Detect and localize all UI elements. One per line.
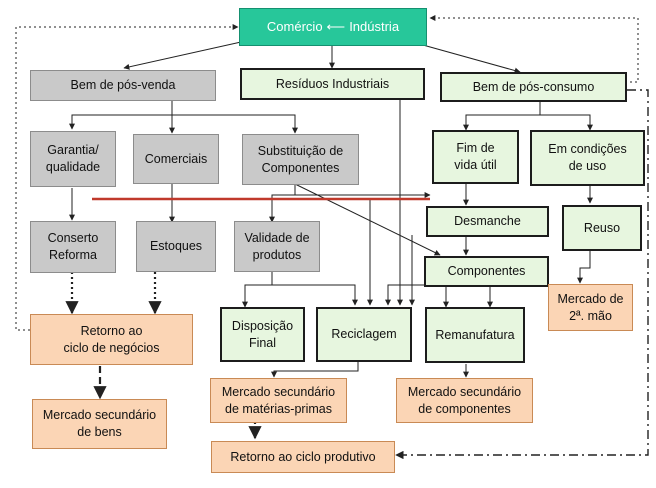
- node-comercio-industria: Comércio ⟵ Indústria: [239, 8, 427, 46]
- connector-validade-disposicao: [242, 272, 273, 308]
- connector-dashdot-loop: [395, 89, 649, 460]
- connector-reuso-mercado: [577, 250, 591, 284]
- connector-substituicao-desmanche: [294, 184, 431, 198]
- node-em-condicoes-uso: Em condições de uso: [530, 130, 645, 186]
- node-remanufatura: Remanufatura: [425, 307, 525, 363]
- node-reciclagem: Reciclagem: [316, 307, 412, 362]
- node-estoques: Estoques: [136, 221, 216, 272]
- node-comerciais: Comerciais: [133, 134, 219, 184]
- node-mercado-bens: Mercado secundário de bens: [32, 399, 167, 449]
- left-arrow-icon: ⟵: [326, 19, 346, 35]
- node-residuos-industriais: Resíduos Industriais: [240, 68, 425, 100]
- connector-top-to-pos-venda: [123, 39, 251, 70]
- node-validade-produtos: Validade de produtos: [234, 221, 320, 272]
- node-substituicao-componentes: Substituição de Componentes: [242, 134, 359, 185]
- node-mercado-materias-primas: Mercado secundário de matérias-primas: [210, 378, 347, 423]
- node-garantia-qualidade: Garantia/ qualidade: [30, 131, 116, 187]
- connector-validade-reciclagem: [272, 284, 358, 306]
- connector-right-loop: [429, 15, 639, 83]
- node-conserto-reforma: Conserto Reforma: [30, 221, 116, 273]
- connector-componentes-reciclagem: [385, 284, 440, 306]
- node-mercado-2-mao: Mercado de 2ª. mão: [548, 284, 633, 331]
- connector-reciclagem-materias: [271, 362, 359, 378]
- node-comercio: Comércio: [266, 19, 323, 35]
- connector-pos-consumo-fim: [463, 100, 541, 131]
- node-fim-vida-util: Fim de vida útil: [432, 130, 519, 184]
- node-industria: Indústria: [349, 19, 400, 35]
- connector-substituicao-componentes: [294, 183, 441, 256]
- node-reuso: Reuso: [562, 205, 642, 251]
- connector-componentes-remanufatura: [440, 284, 449, 308]
- connector-pos-consumo-condicoes: [540, 114, 593, 131]
- node-retorno-ciclo-produtivo: Retorno ao ciclo produtivo: [211, 441, 395, 473]
- node-mercado-componentes: Mercado secundário de componentes: [396, 378, 533, 423]
- connector-pos-venda-substituicao: [172, 114, 298, 134]
- connector-retorno-loop: [15, 24, 239, 331]
- node-retorno-ciclo-negocios: Retorno ao ciclo de negócios: [30, 314, 193, 365]
- node-bem-pos-venda: Bem de pós-venda: [30, 70, 216, 101]
- connector-pos-venda-tree: [69, 101, 173, 130]
- connector-substituicao-validade: [269, 184, 296, 223]
- node-componentes: Componentes: [424, 256, 549, 287]
- node-desmanche: Desmanche: [426, 206, 549, 237]
- node-disposicao-final: Disposição Final: [220, 307, 305, 362]
- node-bem-pos-consumo: Bem de pós-consumo: [440, 72, 627, 102]
